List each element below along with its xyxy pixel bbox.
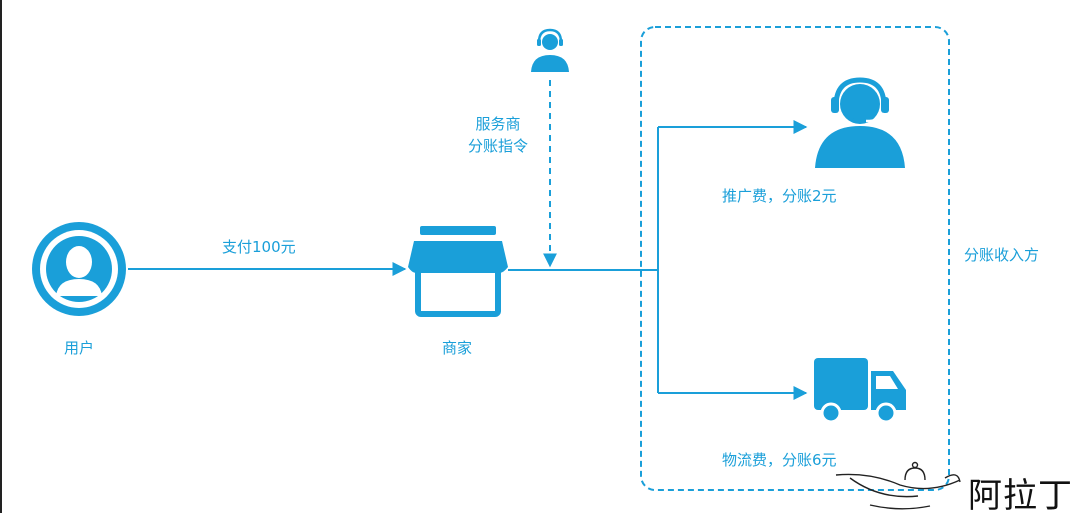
- service-provider-label-line2: 分账指令: [467, 137, 528, 155]
- promotion-headset-icon: [815, 77, 905, 168]
- payment-label: 支付100元: [222, 238, 296, 256]
- merchant-label: 商家: [441, 339, 472, 357]
- magic-lamp-icon: [835, 461, 961, 510]
- delivery-truck-icon: [814, 358, 906, 424]
- watermark-brand-text: 阿拉丁: [968, 476, 1073, 516]
- store-icon: [408, 226, 508, 317]
- left-border: [0, 0, 2, 513]
- promotion-fee-label: 推广费，分账2元: [722, 187, 837, 205]
- logistics-fee-label: 物流费，分账6元: [722, 451, 837, 469]
- service-provider-headset-icon: [531, 28, 569, 72]
- receivers-group-box: [640, 26, 950, 491]
- service-provider-label-line1: 服务商: [475, 115, 521, 133]
- user-avatar-icon: [32, 222, 126, 316]
- receivers-group-label: 分账收入方: [964, 246, 1040, 264]
- user-label: 用户: [63, 339, 94, 357]
